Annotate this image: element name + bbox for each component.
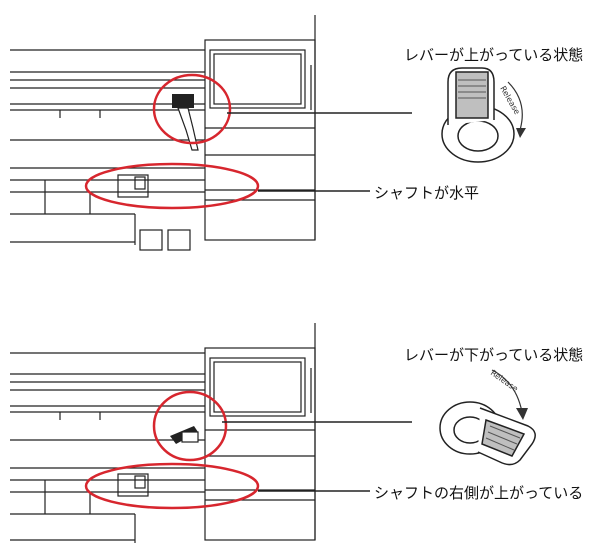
diagram-lever-down: Release レバーが下がっている状態 シャフトの右側が上がっている: [0, 308, 616, 558]
printer-body: [10, 323, 316, 543]
lever-highlight-circle: [152, 390, 228, 462]
shaft-raised-caption: シャフトの右側が上がっている: [374, 484, 584, 502]
lever-on-printer: [172, 94, 199, 151]
printer-body: [10, 15, 316, 251]
shaft-highlight-ellipse: [84, 462, 260, 510]
release-label: Release: [498, 85, 521, 117]
diagram-lever-up: Release レバーが上がっている状態 シャフトが水平: [0, 10, 616, 260]
lever-knob-illustration-up: [441, 67, 526, 163]
lever-knob-illustration-down: [439, 369, 536, 466]
lever-on-printer: [170, 426, 199, 444]
lever-up-caption: レバーが上がっている状態: [404, 46, 584, 64]
release-label: Release: [489, 368, 520, 393]
lever-down-caption: レバーが下がっている状態: [404, 346, 584, 364]
shaft-level-caption: シャフトが水平: [374, 184, 480, 202]
lever-highlight-circle: [152, 73, 232, 145]
printer-drawing: Release: [10, 15, 526, 251]
shaft-highlight-ellipse: [84, 162, 260, 210]
printer-drawing: Release: [10, 323, 536, 543]
